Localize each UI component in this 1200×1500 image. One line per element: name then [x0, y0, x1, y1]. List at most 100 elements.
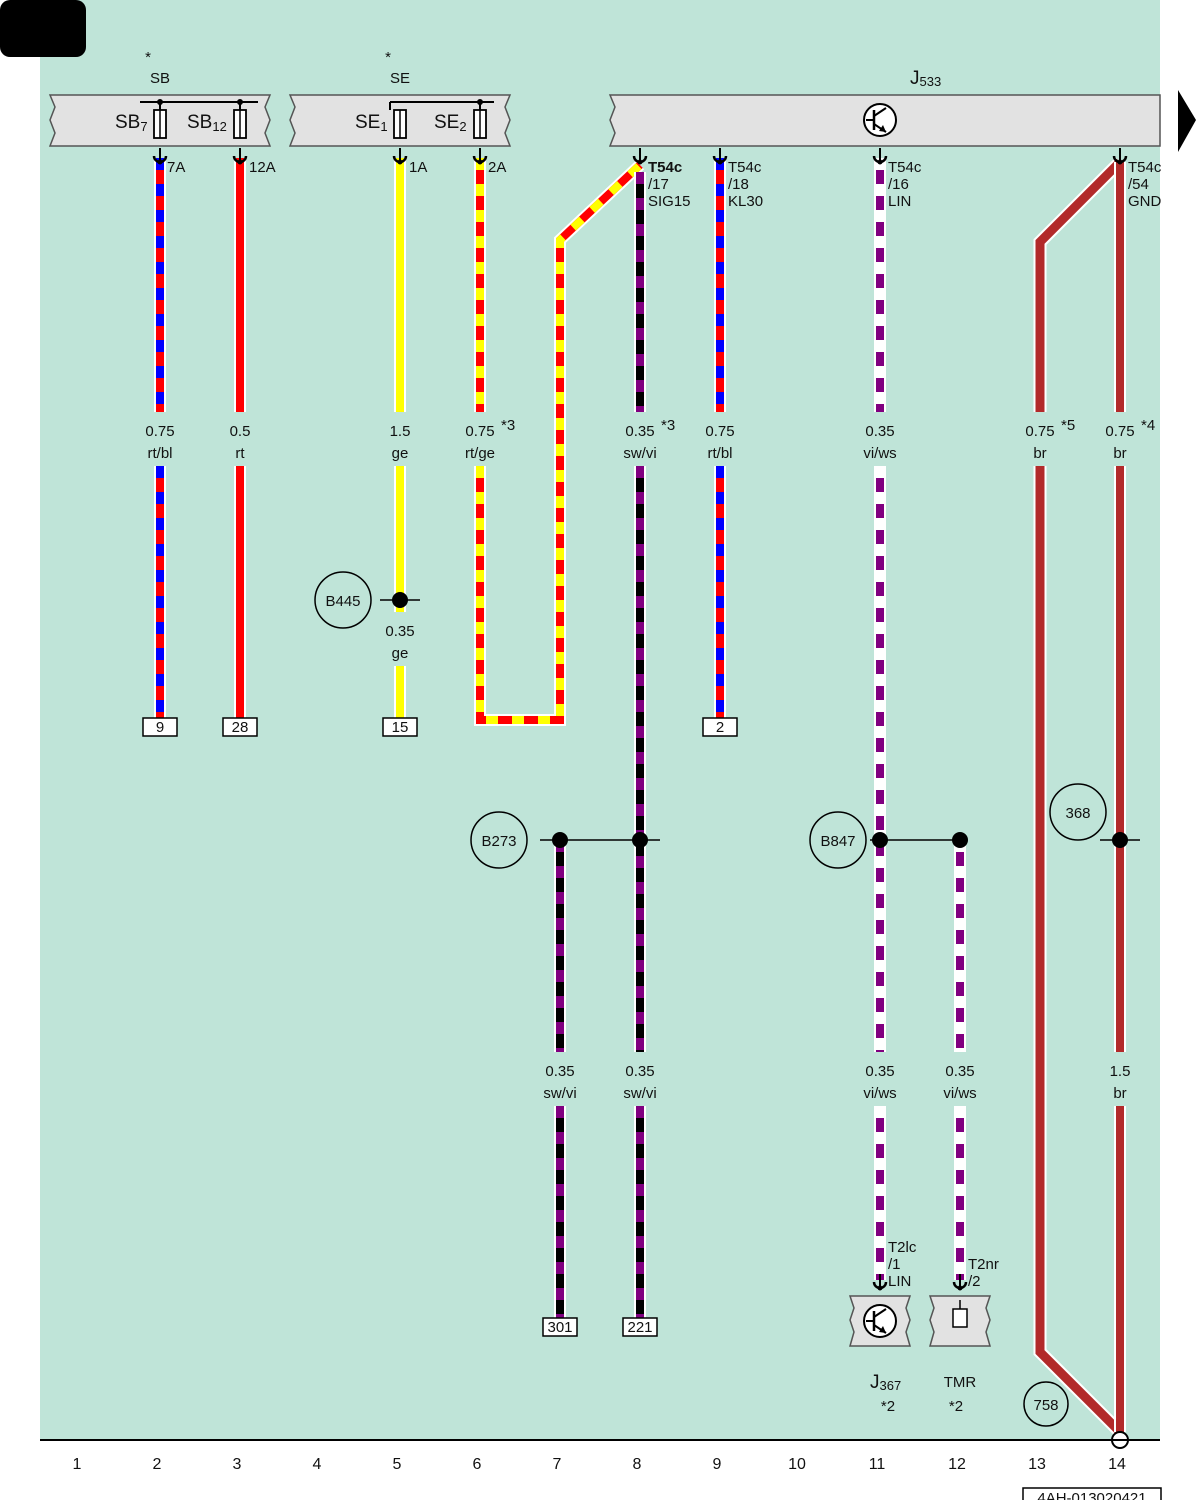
column-number: 8 — [633, 1456, 642, 1473]
reference-box[interactable]: 221 — [622, 1317, 658, 1337]
fuse-se2-label: SE2 — [434, 112, 467, 134]
splice-b445-dot — [392, 592, 408, 608]
connector-hook — [712, 148, 728, 165]
fuse-se1-label: SE1 — [355, 112, 388, 134]
wire-color-label: rt/bl — [707, 445, 732, 462]
se-star: * — [385, 49, 391, 66]
corner-tab — [0, 0, 86, 57]
sensor-icon — [952, 1300, 968, 1328]
reference-number: 15 — [392, 719, 409, 736]
pin-t54c-17: T54c /17 SIG15 — [648, 159, 691, 210]
wire-note-label: *3 — [501, 417, 515, 434]
pin-t2nr-2: T2nr /2 — [968, 1256, 1003, 1290]
wire-note-label: *3 — [661, 417, 675, 434]
wire-color-label: rt — [235, 445, 245, 462]
fuse-sb12-label: SB12 — [187, 112, 227, 134]
connector-hook — [392, 148, 408, 165]
continuation-arrow[interactable] — [1178, 90, 1196, 152]
wire-size-label: 0.35 — [865, 423, 894, 440]
pin-t54c-16: T54c /16 LIN — [888, 159, 926, 210]
wire-size-label: 1.5 — [390, 423, 411, 440]
b847-label: B847 — [820, 833, 855, 850]
reference-box[interactable]: 15 — [382, 717, 418, 737]
column-number: 7 — [553, 1456, 562, 1473]
se-busbar-node — [477, 99, 483, 105]
pin-t2lc-1: T2lc /1 LIN — [888, 1239, 921, 1290]
connector-hooks — [152, 148, 1128, 1291]
se-name: SE — [390, 70, 410, 87]
n758-circle — [1023, 1381, 1069, 1427]
wire-size-label: 0.35 — [865, 1063, 894, 1080]
wire-labels: 0.75 rt/bl 0.5 rt 1.5 ge 0.75 rt/ge *3 0.35 sw/vi *… — [145, 417, 1155, 1102]
b445-label: B445 — [325, 593, 360, 610]
wire-color-label: sw/vi — [623, 445, 656, 462]
wire-color-label: ge — [392, 645, 409, 662]
j367-name: J367 — [870, 1372, 901, 1393]
b273-circle — [470, 811, 528, 869]
wire-color-label: vi/ws — [863, 1085, 896, 1102]
wire-col13 — [1033, 157, 1125, 412]
wire-size-label: 0.75 — [145, 423, 174, 440]
wires-layer — [154, 157, 1126, 1437]
wire-size-label: 0.75 — [1025, 423, 1054, 440]
connector-hook — [472, 148, 488, 165]
wire-size-label: 0.5 — [230, 423, 251, 440]
column-number: 10 — [788, 1456, 806, 1473]
wire-color-label: br — [1113, 1085, 1126, 1102]
connector-hook — [232, 148, 248, 165]
column-number: 13 — [1028, 1456, 1046, 1473]
b847-circle — [809, 811, 867, 869]
wire-color-label: rt/ge — [465, 445, 495, 462]
reference-number: 2 — [716, 719, 724, 736]
j533-name: J533 — [910, 68, 941, 89]
b273-label: B273 — [481, 833, 516, 850]
connector-hook — [152, 148, 168, 165]
splice-b273-dot — [552, 832, 568, 848]
reference-box[interactable]: 301 — [542, 1317, 578, 1337]
connector-hook — [952, 1274, 968, 1291]
wire-size-label: 0.75 — [705, 423, 734, 440]
column-number: 11 — [869, 1456, 886, 1473]
sb-busbar-node — [237, 99, 243, 105]
connector-hook — [632, 148, 648, 165]
wire-color-label: vi/ws — [863, 445, 896, 462]
reference-box[interactable]: 28 — [222, 717, 258, 737]
wire-note-label: *5 — [1061, 417, 1075, 434]
splice-b847-dot — [952, 832, 968, 848]
b445-circle — [314, 571, 372, 629]
fuse-sb7-label: SB7 — [115, 112, 148, 134]
sb-busbar-node — [157, 99, 163, 105]
wire-size-label: 0.35 — [545, 1063, 574, 1080]
splice-b273-dot — [632, 832, 648, 848]
n758-label: 758 — [1033, 1397, 1058, 1414]
connector-hook — [872, 148, 888, 165]
n368-label: 368 — [1065, 805, 1090, 822]
connector-hook — [1112, 148, 1128, 165]
reference-number: 301 — [547, 1319, 572, 1336]
wire-color-label: br — [1113, 445, 1126, 462]
rating-12a: 12A — [249, 159, 276, 176]
n368-circle — [1049, 783, 1107, 841]
transistor-icon — [863, 103, 897, 137]
reference-number: 221 — [627, 1319, 652, 1336]
splice-368-dot — [1112, 832, 1128, 848]
wire-size-label: 0.35 — [625, 1063, 654, 1080]
wire-note-label: *4 — [1141, 417, 1155, 434]
reference-box[interactable]: 2 — [702, 717, 738, 737]
column-number: 1 — [73, 1456, 82, 1473]
reference-box[interactable]: 9 — [142, 717, 178, 737]
reference-number: 9 — [156, 719, 164, 736]
wire-color-label: rt/bl — [147, 445, 172, 462]
wire-size-label: 0.35 — [385, 623, 414, 640]
rating-1a: 1A — [409, 159, 427, 176]
wire-color-label: sw/vi — [543, 1085, 576, 1102]
wire-size-label: 0.35 — [945, 1063, 974, 1080]
column-number: 5 — [393, 1456, 402, 1473]
reference-boxes: 9 28 15 2 301 221 — [142, 717, 738, 1337]
wire-size-label: 0.75 — [465, 423, 494, 440]
column-number: 6 — [473, 1456, 482, 1473]
column-number: 4 — [313, 1456, 322, 1473]
column-number: 3 — [233, 1456, 242, 1473]
